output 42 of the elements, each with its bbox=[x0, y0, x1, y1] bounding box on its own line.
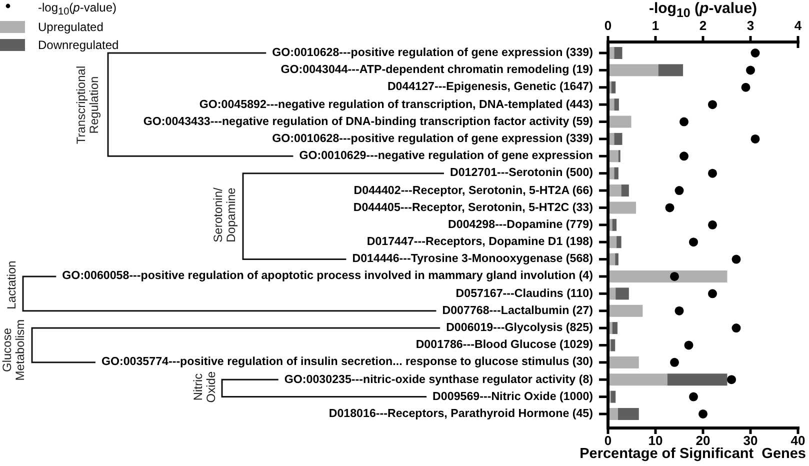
category-label: GO:0035774---positive regulation of insulin secretion... response to glucose stimulus (30) bbox=[101, 355, 593, 370]
group-label: Serotonin/ Dopamine bbox=[212, 186, 238, 244]
category-label: GO:0010628---positive regulation of gene expression (339) bbox=[272, 132, 593, 146]
category-label: D018016---Receptors, Parathyroid Hormone (45) bbox=[328, 406, 593, 421]
tick-label: 20 bbox=[696, 433, 710, 448]
category-label: D044127---Epigenesis, Genetic (1647) bbox=[387, 80, 593, 94]
legend-label: Downregulated bbox=[38, 38, 119, 52]
group-label: Glucose Metabolism bbox=[1, 318, 27, 383]
tick-label: 40 bbox=[790, 433, 806, 448]
category-label: D057167---Claudins (110) bbox=[456, 286, 593, 301]
category-label: GO:0043433---negative regulation of DNA-binding transcription factor activity (59) bbox=[143, 114, 593, 129]
category-label: D001786---Blood Glucose (1029) bbox=[416, 338, 593, 352]
category-label: GO:0010628---positive regulation of gene expression (339) bbox=[272, 46, 593, 60]
legend-label: -log$_{10}$(p-value) bbox=[38, 0, 117, 18]
category-label: D017447---Receptors, Dopamine D1 (198) bbox=[366, 235, 593, 250]
tick-label: 3 bbox=[746, 18, 754, 33]
category-label: D012701---Serotonin (500) bbox=[450, 166, 593, 180]
legend-label: Upregulated bbox=[38, 20, 104, 34]
category-label: GO:0043044---ATP-dependent chromatin remodeling (19) bbox=[280, 63, 593, 78]
tick-label: 0 bbox=[604, 433, 612, 448]
category-label: D014446---Tyrosine 3-Monooxygenase (568) bbox=[352, 252, 593, 266]
tick-label: 0 bbox=[604, 18, 612, 33]
category-label: D044405---Receptor, Serotonin, 5-HT2C (33) bbox=[353, 200, 593, 215]
category-label: GO:0030235---nitric-oxide synthase regulator activity (8) bbox=[284, 372, 593, 387]
axis-title: Percentage of Significant Genes bbox=[580, 446, 806, 462]
category-label: D006019---Glycolysis (825) bbox=[446, 321, 593, 336]
group-label: Nitric Oxide bbox=[192, 370, 218, 405]
group-label: Lactation bbox=[6, 260, 18, 312]
category-label: GO:0060058---positive regulation of apoptotic process involved in mammary gland involution (4) bbox=[62, 269, 593, 284]
tick-label: 2 bbox=[699, 18, 707, 33]
tick-label: 30 bbox=[743, 433, 758, 448]
category-label: D044402---Receptor, Serotonin, 5-HT2A (66) bbox=[354, 184, 593, 198]
category-label: D007768---Lactalbumin (27) bbox=[442, 304, 593, 318]
category-label: D004298---Dopamine (779) bbox=[448, 218, 593, 232]
category-label: GO:0010629---negative regulation of gene expression bbox=[299, 149, 593, 164]
axis-title: -log$_{10}$ (p-value) bbox=[648, 0, 758, 20]
group-label: Transcriptional Regulation bbox=[75, 65, 101, 145]
tick-label: 1 bbox=[652, 18, 660, 33]
category-label: D009569---Nitric Oxide (1000) bbox=[432, 390, 593, 404]
tick-label: 10 bbox=[648, 433, 663, 448]
tick-label: 4 bbox=[794, 18, 802, 33]
category-label: GO:0045892---negative regulation of transcription, DNA-templated (443) bbox=[199, 98, 593, 112]
